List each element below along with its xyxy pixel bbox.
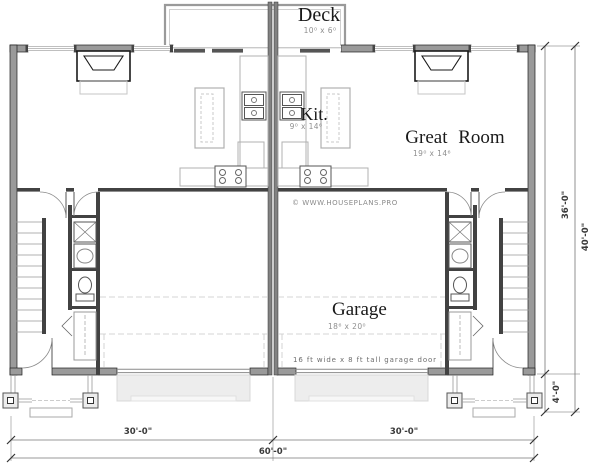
kitchen-label: Kit. [300, 104, 328, 124]
kitchen-fixtures [179, 55, 369, 188]
garage-label: Garage [332, 299, 387, 320]
porches [2, 375, 543, 418]
party-wall [267, 1, 279, 376]
dim-bottom-left: 30'-0" [123, 427, 153, 437]
interior-walls [17, 188, 528, 375]
deck-dims: 10⁰ x 6⁰ [303, 26, 337, 35]
dim-side-total: 40'-0" [581, 222, 591, 252]
fireplaces [76, 50, 469, 95]
great-room-label: Great Room [405, 127, 505, 148]
great-room-dims: 19⁰ x 14⁶ [413, 149, 451, 158]
bath-fixtures [61, 221, 484, 361]
dim-side-main: 36'-0" [561, 190, 571, 220]
kitchen-dims: 9⁰ x 14⁶ [289, 122, 323, 131]
dim-side-porch: 4'-0" [552, 380, 562, 404]
copyright-note: © WWW.HOUSEPLANS.PRO [292, 199, 398, 207]
dim-bottom-total: 60'-0" [258, 447, 288, 457]
windows [25, 45, 520, 52]
deck-label: Deck [297, 4, 341, 26]
driveway-aprons [116, 374, 429, 402]
garage-doors [117, 368, 428, 374]
deck-doors [173, 45, 341, 53]
garage-dims: 18⁶ x 20⁰ [328, 322, 366, 331]
garage-dashed-lines [100, 296, 445, 368]
door-arcs [21, 191, 524, 369]
dimension-lines [6, 41, 580, 463]
dim-bottom-right: 30'-0" [389, 427, 419, 437]
deck-outline [163, 3, 347, 45]
garage-door-note: 16 ft wide x 8 ft tall garage door [293, 356, 437, 364]
stairs [13, 221, 532, 333]
